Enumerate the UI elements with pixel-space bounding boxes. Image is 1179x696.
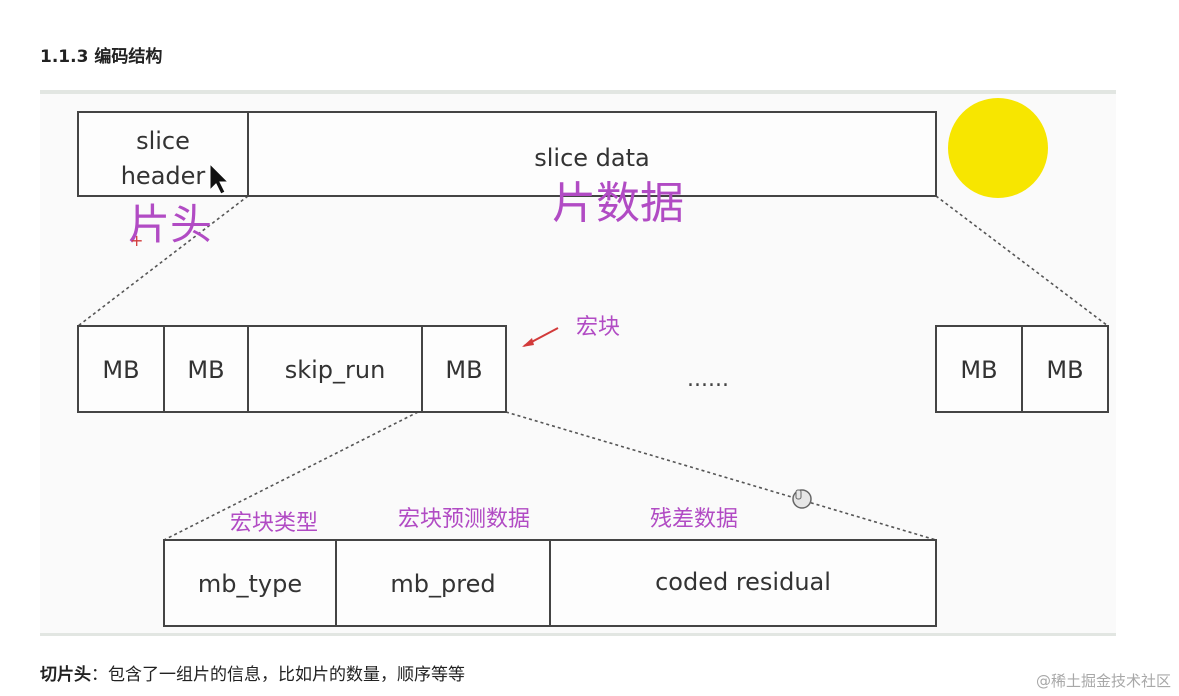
mb-cell	[163, 325, 249, 413]
mb-cell	[935, 325, 1023, 413]
mb-type-note: 宏块类型	[230, 511, 318, 536]
ellipsis: ......	[687, 367, 729, 392]
mb-pred-cell	[335, 539, 551, 627]
residual-note: 残差数据	[650, 507, 738, 532]
mb-type-label: mb_type	[198, 570, 302, 598]
slice-data-label: slice data	[534, 144, 650, 172]
caption-paragraph: 切片头：包含了一组片的信息，比如片的数量，顺序等等	[40, 660, 465, 685]
slice-data-box	[247, 111, 937, 197]
mb-label: MB	[960, 356, 997, 384]
watermark: @稀土掘金技术社区	[1035, 672, 1171, 690]
skip-run-cell	[247, 325, 423, 413]
macroblock-note: 宏块	[576, 315, 620, 340]
skip-run-label: skip_run	[285, 356, 386, 384]
structure-diagram: slice header slice data 片头 + 片数据 MB MB s…	[77, 98, 1109, 627]
mb-label: MB	[102, 356, 139, 384]
hand-pointer-icon	[792, 489, 812, 509]
yellow-highlight-circle	[948, 98, 1048, 198]
mb-label: MB	[187, 356, 224, 384]
coded-residual-label: coded residual	[655, 568, 831, 596]
slice-data-note: 片数据	[552, 178, 684, 229]
slice-header-note: 片头	[128, 200, 212, 249]
caption-text: ：包含了一组片的信息，比如片的数量，顺序等等	[91, 665, 465, 685]
coded-residual-cell	[549, 539, 937, 627]
mb-pred-label: mb_pred	[390, 570, 495, 598]
connector-lines	[77, 195, 1109, 541]
mb-cell	[421, 325, 507, 413]
mb-label: MB	[445, 356, 482, 384]
encoding-structure-figure: slice header slice data 片头 + 片数据 MB MB s…	[40, 90, 1116, 636]
section-heading: 1.1.3 编码结构	[40, 47, 163, 67]
slice-header-label-line2: header	[121, 162, 206, 190]
small-plus-mark: +	[130, 231, 143, 250]
mb-cell	[77, 325, 165, 413]
mb-type-cell	[163, 539, 337, 627]
mb-label: MB	[1046, 356, 1083, 384]
slice-header-label-line1: slice	[136, 127, 190, 155]
mb-pred-note: 宏块预测数据	[398, 507, 530, 532]
caption-term: 切片头	[40, 665, 91, 685]
cursor-arrow-icon	[209, 162, 230, 195]
mb-cell	[1021, 325, 1109, 413]
arrow-head-icon	[522, 338, 534, 347]
